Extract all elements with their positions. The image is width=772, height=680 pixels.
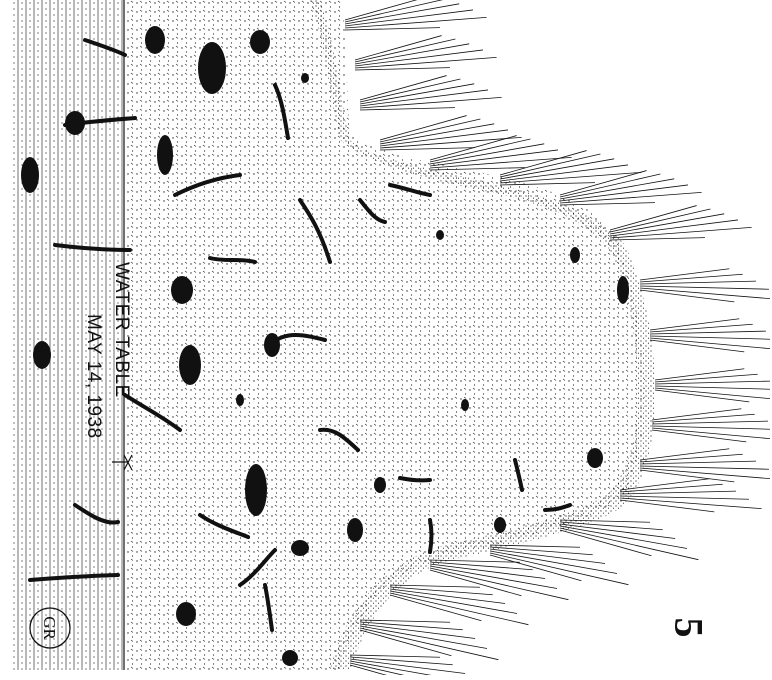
grass-blade [345, 17, 487, 28]
grass-blade [345, 28, 440, 30]
grass-blade [430, 157, 572, 168]
grass-blade [380, 137, 522, 148]
monogram-text: GR [40, 616, 59, 640]
grass-blade [640, 461, 756, 464]
inclusion-blob [236, 394, 244, 406]
grass-blade [652, 430, 746, 442]
inclusion-blob [176, 602, 196, 626]
grass-blade [652, 426, 770, 429]
grass-blade [655, 390, 749, 402]
inclusion-blob [282, 650, 298, 666]
soil-mass [124, 0, 645, 670]
inclusion-blob [570, 247, 580, 263]
water-table-date: MAY 14, 1938 [82, 314, 104, 439]
grass-blade [610, 209, 710, 232]
grass-blade [640, 288, 770, 299]
grass-blade [655, 381, 770, 384]
inclusion-blob [33, 341, 51, 369]
inclusion-blob [301, 73, 309, 83]
grass-blade [640, 286, 769, 289]
inclusion-blob [617, 276, 629, 304]
inclusion-blob [291, 540, 309, 556]
grass-blade [640, 281, 756, 284]
inclusion-blob [198, 42, 226, 94]
grass-blade [650, 336, 770, 339]
grass-blade [360, 620, 450, 622]
grass-blade [640, 468, 770, 479]
inclusion-blob [21, 157, 39, 193]
inclusion-blob [461, 399, 469, 411]
saturated-zone [12, 0, 124, 670]
inclusion-blob [179, 345, 201, 385]
grass-blade [500, 154, 600, 177]
grass-blade [355, 57, 497, 68]
figure-number: 5 [666, 618, 713, 638]
grass-blade [360, 97, 502, 108]
grass-blade [380, 148, 475, 150]
inclusion-blob [250, 30, 270, 54]
grass-blade [652, 421, 768, 424]
grass-blade [620, 496, 749, 499]
grass-blade [640, 466, 769, 469]
grass-blade [360, 108, 455, 110]
grass-blade [380, 119, 480, 142]
inclusion-blob [436, 230, 444, 240]
grass-blade [650, 340, 744, 352]
inclusion-blob [374, 477, 386, 493]
grass-blade [650, 338, 770, 349]
grass-blade [650, 331, 766, 334]
grass-blade [390, 585, 480, 587]
grass-blade [355, 68, 450, 70]
inclusion-blob [494, 517, 506, 533]
grass-blade [430, 139, 530, 162]
grass-blade [610, 227, 752, 238]
grass-blade [345, 0, 445, 22]
grass-blade [360, 79, 460, 102]
inclusion-blob [587, 448, 603, 468]
grass-blade [620, 491, 736, 494]
grass-blade [620, 498, 762, 509]
inclusion-blob [347, 518, 363, 542]
inclusion-blob [145, 26, 165, 54]
inclusion-blob [171, 276, 193, 304]
grass-blade [355, 39, 455, 62]
root-channel [400, 478, 430, 480]
inclusion-blob [157, 135, 173, 175]
inclusion-blob [245, 464, 267, 516]
water-table-label: WATER TABLE [110, 262, 132, 398]
grass-blade [655, 386, 770, 389]
grass-blade [350, 655, 440, 657]
grass-blade [610, 238, 705, 240]
grass-blade [560, 192, 702, 203]
root-channel [430, 520, 432, 552]
